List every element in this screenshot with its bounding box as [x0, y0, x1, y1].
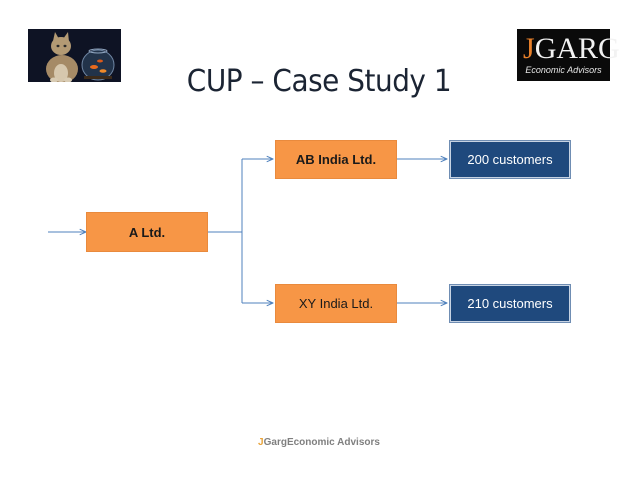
slide-footer: JGargEconomic Advisors: [0, 437, 638, 448]
xy-customers-box: 210 customers: [449, 284, 571, 323]
ab-customers-box: 200 customers: [449, 140, 571, 179]
footer-mark: J: [258, 437, 264, 448]
slide-title: CUP – Case Study 1: [186, 64, 452, 99]
footer-text: GargEconomic Advisors: [263, 437, 380, 448]
jgarg-logo: JGARG Economic Advisors: [517, 29, 620, 81]
parent-company-box: A Ltd.: [86, 212, 208, 252]
cat-fishbowl-image: [28, 29, 121, 82]
logo-name: GARG: [534, 32, 620, 65]
subsidiary-xy-box: XY India Ltd.: [275, 284, 397, 323]
logo-mark: J: [523, 32, 535, 65]
logo-wordmark: JGARG: [523, 34, 620, 64]
subsidiary-ab-box: AB India Ltd.: [275, 140, 397, 179]
logo-tagline: Economic Advisors: [525, 65, 602, 75]
